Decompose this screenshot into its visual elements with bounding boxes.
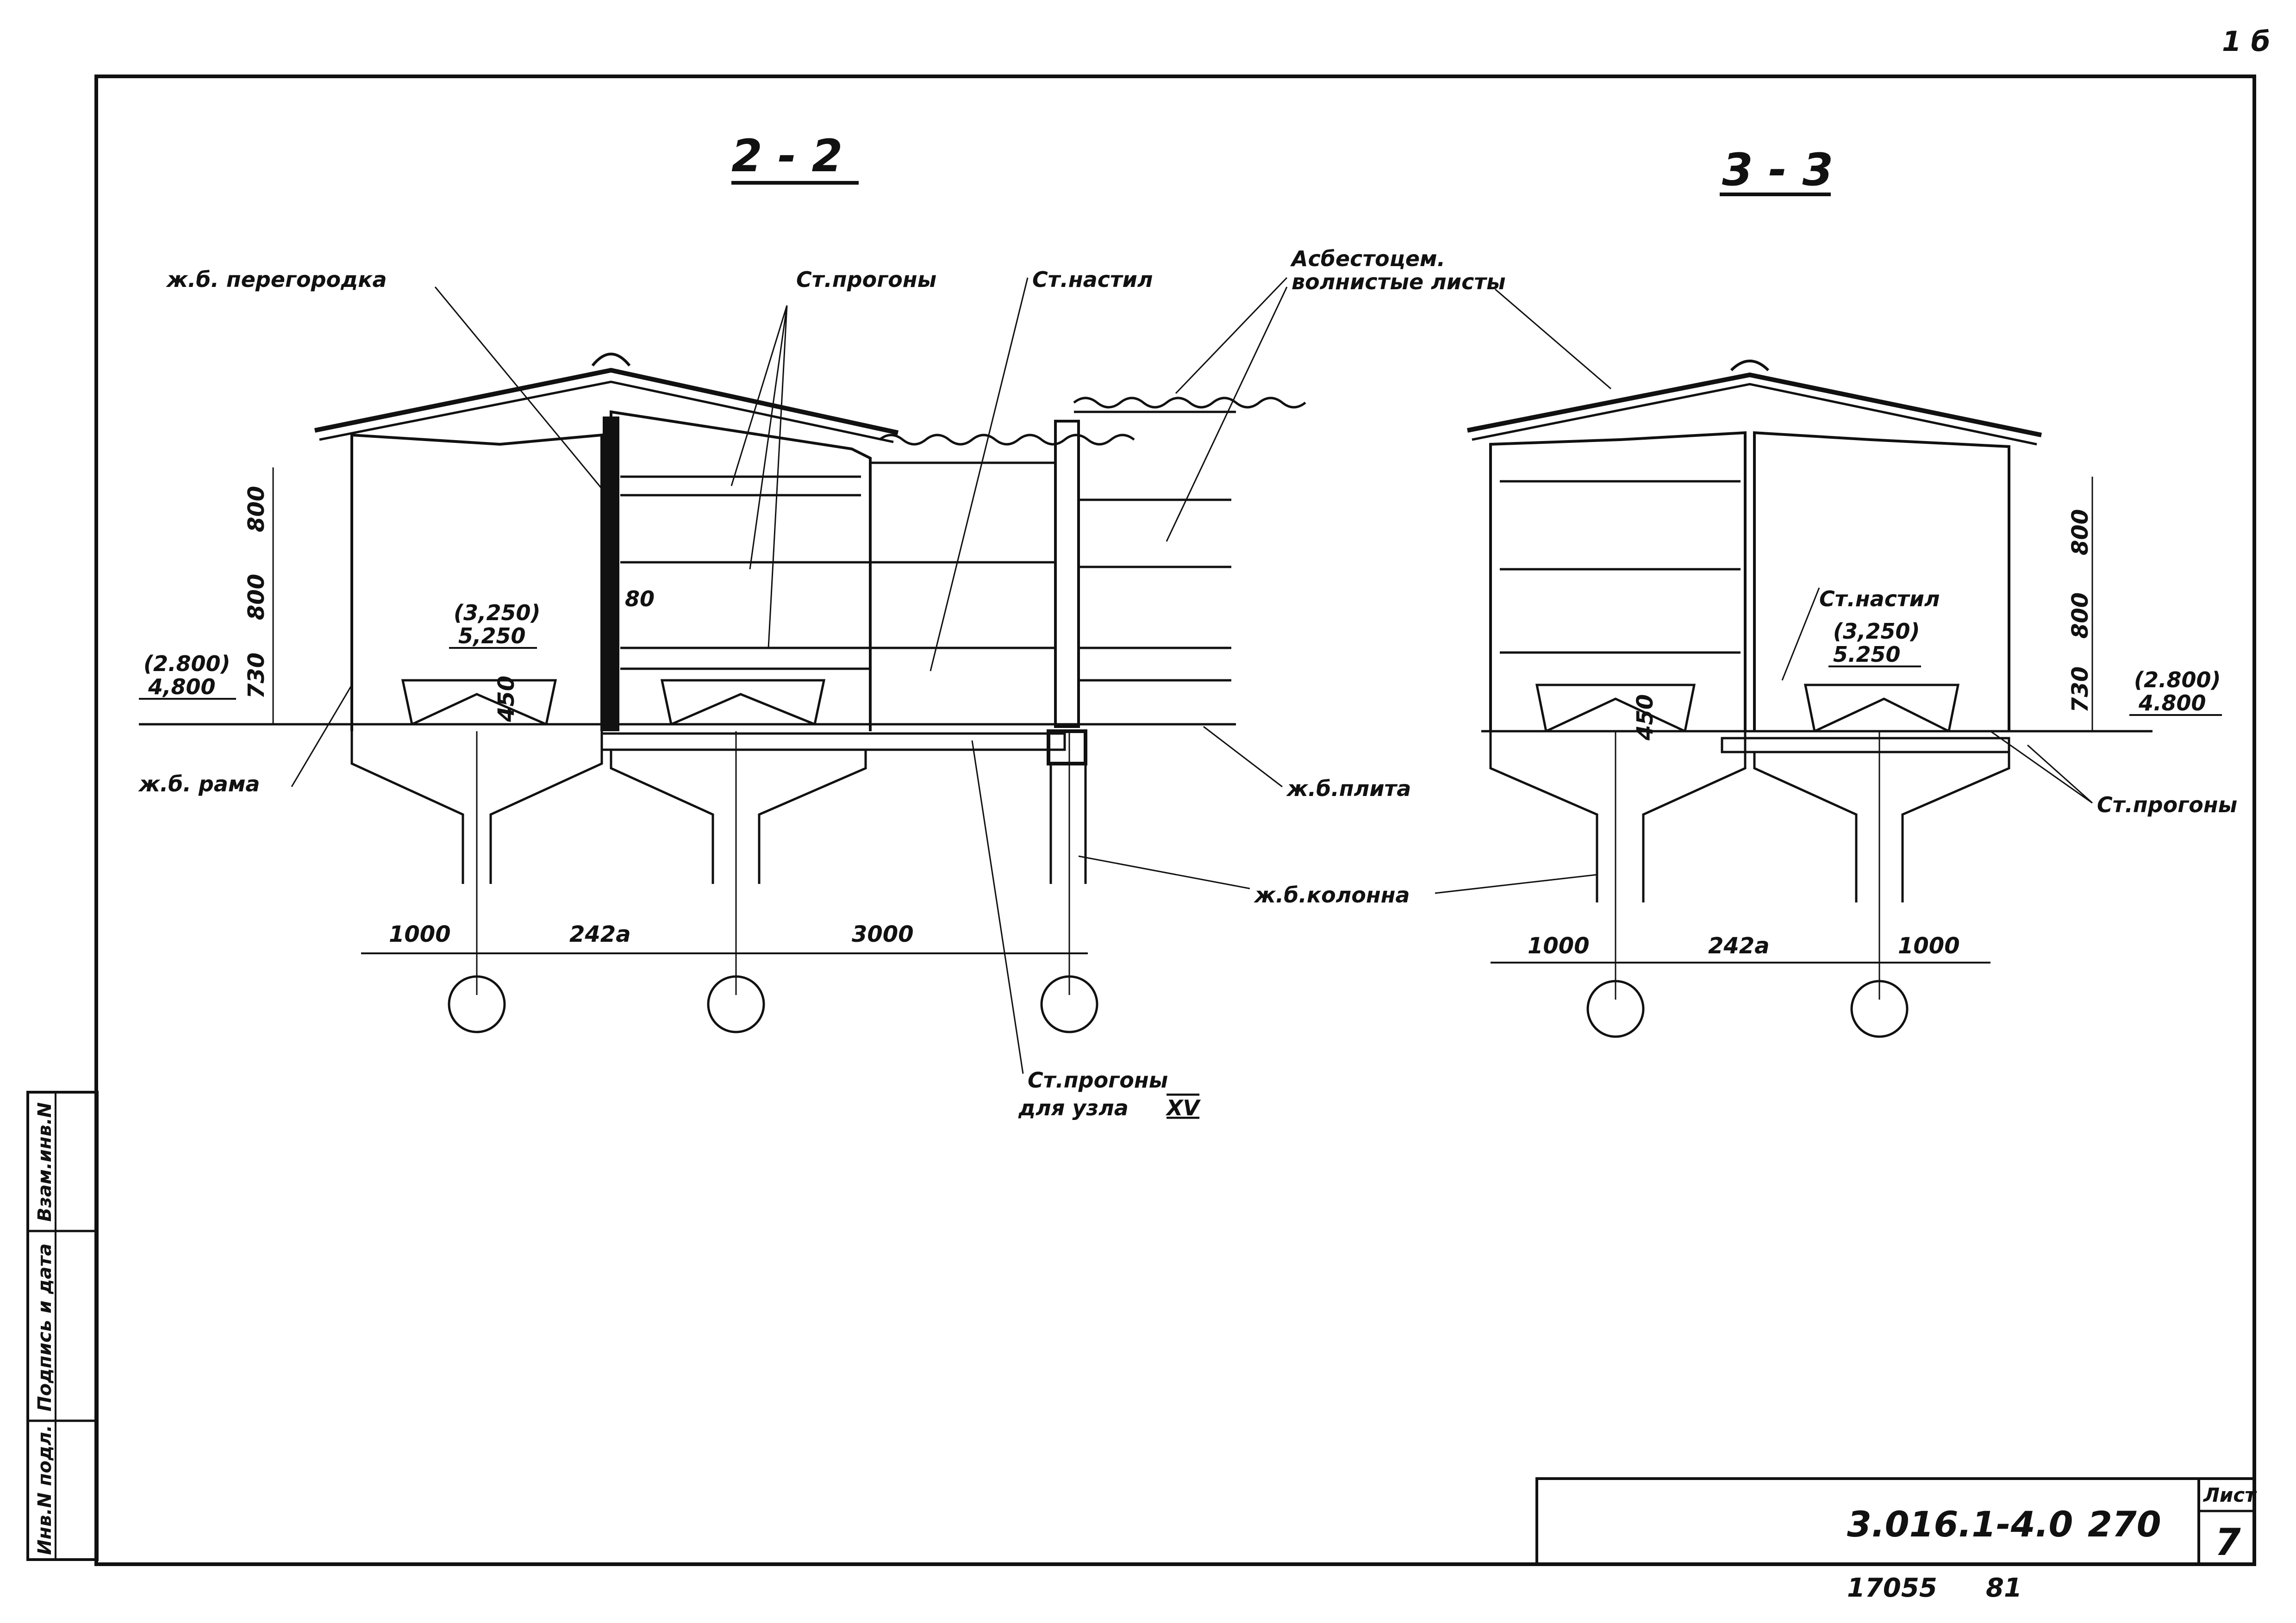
column-base-box	[1047, 729, 1087, 765]
wavy-sheet-mid	[879, 434, 1135, 446]
foundation-right	[1049, 764, 1087, 884]
section-3-3-title: 3 - 3	[1722, 144, 1833, 196]
leader-asbestos	[1166, 277, 1611, 542]
stamp-signature-date: Подпись и дата	[34, 1244, 56, 1412]
label-deck-2-2: Ст.настил	[1032, 267, 1153, 292]
shelves-2-2	[620, 461, 1231, 682]
shelves-3-3	[1500, 480, 1741, 654]
dim-80: 80	[625, 586, 655, 611]
section-2-2-title: 2 - 2	[731, 130, 842, 182]
vdim-3-3-b: 800	[2067, 592, 2093, 639]
bed-mid	[660, 679, 826, 726]
sheet-number: 7	[2215, 1521, 2241, 1564]
leader-deck-3-3	[1781, 587, 1820, 681]
foundation-3-3-left	[1489, 731, 1747, 902]
vdim-2-2-b: 800	[243, 574, 269, 620]
foundation-left	[350, 731, 603, 884]
bed-left	[401, 679, 557, 726]
wavy-sheet-right	[1073, 397, 1306, 409]
dim-450-2-2: 450	[493, 676, 519, 722]
level-3-3-mid-2: 5.250	[1833, 642, 1901, 667]
level-left-2: 4,800	[148, 674, 216, 699]
axis-marker-3-3-1	[1586, 980, 1645, 1038]
bed-3-3-left	[1535, 684, 1696, 733]
sheet-label: Лист	[2202, 1484, 2257, 1506]
label-purlins-node-2: для узла	[1018, 1095, 1129, 1120]
partition-wall	[603, 417, 619, 731]
section-2-2: 2 - 2	[138, 130, 1611, 1120]
vdim-3-3-a: 800	[2067, 509, 2093, 555]
dim-3-3-b: 242a	[1708, 933, 1770, 959]
label-purlins-top: Ст.прогоны	[796, 267, 936, 292]
foundation-mid	[610, 750, 867, 884]
stamp-inv-no: Инв.N подл.	[34, 1425, 56, 1555]
axis-marker-2	[707, 975, 765, 1033]
vdim-2-2-c: 730	[243, 653, 269, 699]
label-asbestos-1: Асбестоцем.	[1290, 246, 1445, 271]
node-ref: XV	[1165, 1095, 1201, 1120]
bed-3-3-right	[1803, 684, 1960, 733]
ridge-cap-3-3	[1730, 360, 1770, 372]
frame-3-3-left	[1489, 431, 1747, 731]
level-left-1: (2.800)	[144, 651, 231, 676]
foundation-3-3-right	[1753, 752, 2010, 902]
dim-2-2-b: 242a	[569, 921, 631, 947]
vdim-2-2-a: 800	[243, 486, 269, 532]
sheet-border	[94, 75, 2256, 1566]
leader-partition	[434, 286, 612, 500]
leader-purlins-node	[971, 740, 1024, 1074]
section-3-3: 3 - 3 1000 242a 1000 800 800 730 450	[1467, 144, 2237, 1038]
level-mid-1: (3,250)	[454, 600, 541, 625]
dim-2-2-c: 3000	[852, 921, 914, 947]
title-block: 3.016.1-4.0 270 Лист 7	[1535, 1477, 2257, 1566]
dim-3-3-a: 1000	[1528, 933, 1590, 959]
axis-marker-3-3-2	[1850, 980, 1909, 1038]
rc-slab	[600, 732, 1066, 751]
ridge-cap	[591, 353, 631, 367]
label-column: ж.б.колонна	[1254, 883, 1410, 908]
vdim-3-3-c: 730	[2067, 666, 2093, 713]
leader-frame	[291, 684, 353, 787]
doc-code: 3.016.1-4.0	[1847, 1504, 2073, 1545]
side-stamp: Взам.инв.N Подпись и дата Инв.N подл.	[26, 1091, 99, 1561]
footer-code: 17055	[1847, 1573, 1937, 1603]
footer-no: 81	[1986, 1573, 2022, 1603]
sheet-corner-mark: 1 б	[2222, 25, 2271, 58]
level-3-3-mid-1: (3,250)	[1833, 619, 1920, 644]
frame-left	[350, 433, 603, 731]
axis-marker-1	[448, 975, 506, 1033]
leader-deck-2-2	[930, 277, 1029, 672]
label-frame: ж.б. рама	[138, 771, 260, 796]
dim-2-2-a: 1000	[389, 921, 451, 947]
dim-3-3-c: 1000	[1898, 933, 1960, 959]
axis-marker-3	[1040, 975, 1098, 1033]
level-mid-2: 5,250	[458, 623, 526, 648]
frame-3-3-right	[1753, 431, 2010, 731]
roof-main	[314, 367, 899, 435]
label-asbestos-2: волнистые листы	[1292, 269, 1506, 294]
roof-3-3	[1467, 372, 2042, 437]
steel-column-right	[1054, 420, 1080, 728]
label-purlins-node-1: Ст.прогоны	[1028, 1068, 1168, 1093]
doc-code-no: 270	[2088, 1504, 2161, 1545]
frame-mid	[610, 410, 872, 731]
label-deck-3-3: Ст.настил	[1819, 586, 1940, 611]
leader-purlins-top	[730, 305, 788, 648]
stamp-replace-inv: Взам.инв.N	[34, 1102, 56, 1222]
leader-slab	[1203, 726, 1283, 788]
dim-450-3-3: 450	[1632, 694, 1658, 741]
roof-main-inner	[319, 380, 894, 443]
leader-purlins-3-3	[1990, 730, 2093, 804]
roof-3-3-inner	[1472, 383, 2037, 446]
rc-slab-3-3	[1721, 737, 2010, 753]
label-partition: ж.б. перегородка	[166, 267, 387, 292]
label-slab: ж.б.плита	[1286, 776, 1411, 801]
level-3-3-right-1: (2.800)	[2134, 667, 2221, 692]
level-3-3-right-2: 4.800	[2138, 690, 2206, 715]
leader-column	[1078, 855, 1597, 894]
label-purlins-3-3: Ст.прогоны	[2097, 792, 2237, 817]
